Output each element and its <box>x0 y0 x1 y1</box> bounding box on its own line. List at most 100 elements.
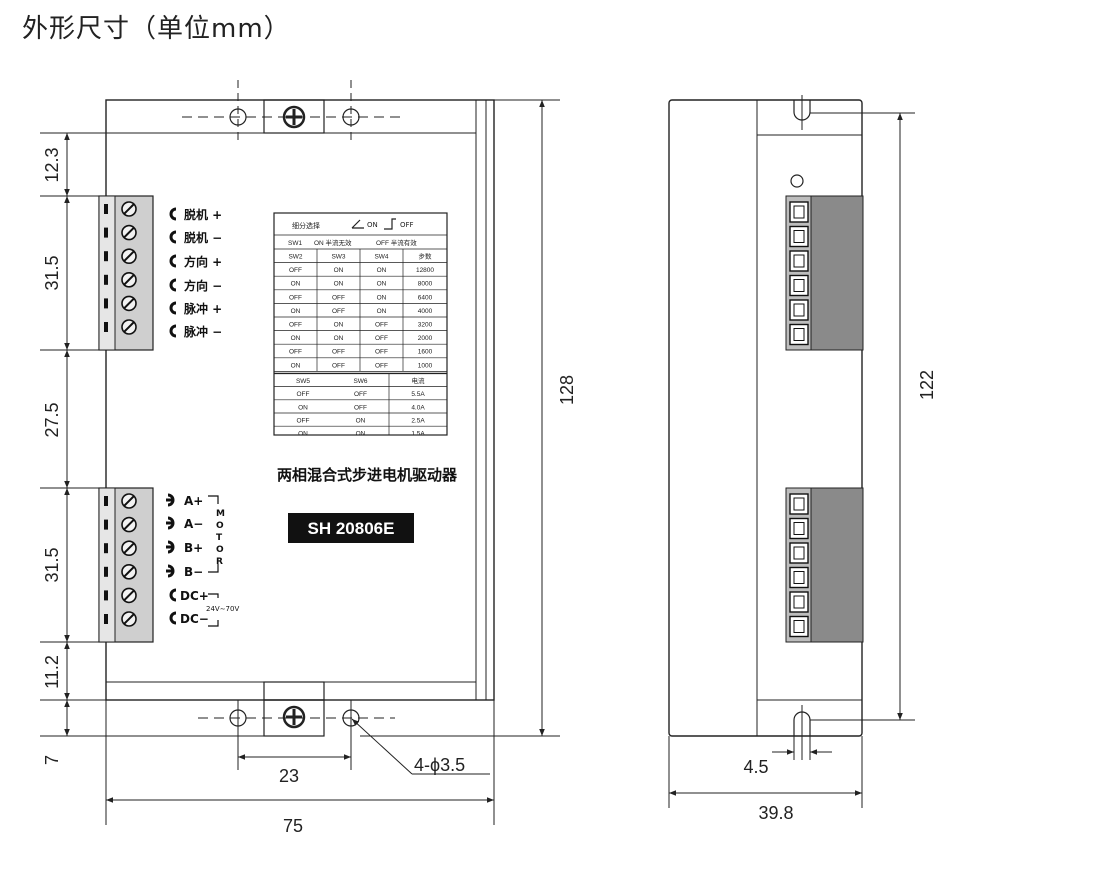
terminal-slot <box>104 251 108 262</box>
table-title: 细分选择 <box>292 221 320 230</box>
connector-pin-inner <box>793 205 805 219</box>
connector-pin-inner <box>793 279 805 292</box>
connector-pin-inner <box>793 254 805 268</box>
dim-27-5: 27.5 <box>42 402 62 437</box>
dim-122: 122 <box>917 370 937 400</box>
screw-slot <box>123 297 135 310</box>
screw-slot <box>123 495 135 507</box>
table-cell: ON <box>377 294 387 301</box>
height-dimension-122 <box>810 112 915 721</box>
bottom-mount-tab <box>263 681 325 701</box>
table-cell: OFF <box>332 362 345 369</box>
lower-terminal-block <box>98 487 154 643</box>
depth-dimension <box>668 736 863 808</box>
motor-letter: R <box>216 557 223 567</box>
product-name: 两相混合式步进电机驱动器 <box>277 466 458 484</box>
table-cell: 5.5A <box>411 391 425 398</box>
connector-pin <box>789 566 809 589</box>
screw-slot <box>123 518 135 531</box>
table-cell: 2.5A <box>411 418 425 425</box>
connector-pin <box>789 517 809 540</box>
table-cell: OFF <box>354 391 367 398</box>
connector-pin <box>789 615 809 638</box>
table-cell: ON <box>377 308 387 315</box>
terminal-label: 方向 − <box>184 278 222 293</box>
side-upper-connector <box>785 195 864 351</box>
connector-pin-inner <box>793 497 805 511</box>
connector-pin <box>789 323 809 346</box>
model-badge: SH 20806E <box>288 513 414 543</box>
screw-slot <box>123 542 135 554</box>
hole-callout-leader <box>351 718 490 775</box>
table-cell: ON <box>291 308 301 315</box>
table-cell: SW1 <box>288 240 302 247</box>
motor-letter: O <box>216 521 224 531</box>
table-cell: OFF <box>289 294 302 301</box>
terminal-label: 方向 + <box>184 254 222 269</box>
dim-75: 75 <box>283 816 303 836</box>
dim-23: 23 <box>279 766 299 786</box>
table-cell: OFF <box>375 322 388 329</box>
upper-terminal-labels: 脱机 + 脱机 − 方向 + 方向 − 脉冲 + 脉冲 − <box>169 207 222 339</box>
terminal-slot <box>104 322 108 332</box>
table-cell: OFF <box>289 322 302 329</box>
motor-letter: M <box>216 509 225 519</box>
motor-letter: T <box>216 533 223 543</box>
table-cell: ON <box>334 267 344 274</box>
terminal-slot <box>104 566 108 577</box>
table-cell: 8000 <box>418 281 433 288</box>
connector-pin <box>789 299 809 321</box>
slot-dimension <box>772 736 832 760</box>
terminal-slot <box>104 614 108 624</box>
table-cell: 4000 <box>418 308 433 315</box>
terminal-label: DC− <box>180 612 209 626</box>
terminal-icon <box>169 207 177 221</box>
dim-12-3: 12.3 <box>42 147 62 182</box>
table-cell: ON <box>334 322 344 329</box>
terminal-label: 脱机 − <box>184 230 222 245</box>
screw-slot <box>123 250 135 262</box>
table-cell: 4.0A <box>411 404 425 411</box>
table-on-label: ON <box>367 221 378 229</box>
table-cell: OFF <box>354 404 367 411</box>
connector-pin-inner <box>793 571 805 584</box>
table-cell: 12800 <box>416 267 434 274</box>
table-cell: OFF 半流有效 <box>376 238 417 247</box>
dim-31-5-upper: 31.5 <box>42 255 62 290</box>
bottom-screw-icon <box>282 705 306 729</box>
screw-slot <box>123 203 135 215</box>
table-cell: SW2 <box>288 254 302 261</box>
table-cell: OFF <box>289 267 302 274</box>
terminal-slot <box>104 274 108 285</box>
terminal-slot <box>104 227 108 238</box>
motor-letter: O <box>216 545 224 555</box>
connector-pin <box>789 493 809 515</box>
table-cell: SW6 <box>353 378 367 385</box>
table-cell: OFF <box>332 308 345 315</box>
table-cell: ON <box>334 335 344 342</box>
side-body-outline <box>668 99 863 737</box>
table-cell: SW3 <box>331 254 345 261</box>
dim-11-2: 11.2 <box>42 655 62 689</box>
dim-4-5: 4.5 <box>743 757 768 777</box>
table-cell: OFF <box>297 391 310 398</box>
connector-pin-inner <box>793 328 805 341</box>
screw-slot <box>123 589 135 602</box>
terminal-label: B+ <box>184 541 203 555</box>
switch-on-icon <box>351 219 364 229</box>
table-cell: ON <box>291 335 301 342</box>
screw-slot <box>123 566 135 578</box>
screw-slot <box>123 613 135 625</box>
table-cell: OFF <box>297 418 310 425</box>
terminal-slot <box>104 298 108 309</box>
table-cell: ON <box>291 281 301 288</box>
table-cell: ON <box>356 431 366 438</box>
terminal-slot <box>104 204 108 214</box>
side-view <box>668 95 863 760</box>
table-cell: ON <box>377 267 387 274</box>
terminal-label: 脉冲 + <box>183 301 222 316</box>
switch-off-icon <box>384 218 396 230</box>
